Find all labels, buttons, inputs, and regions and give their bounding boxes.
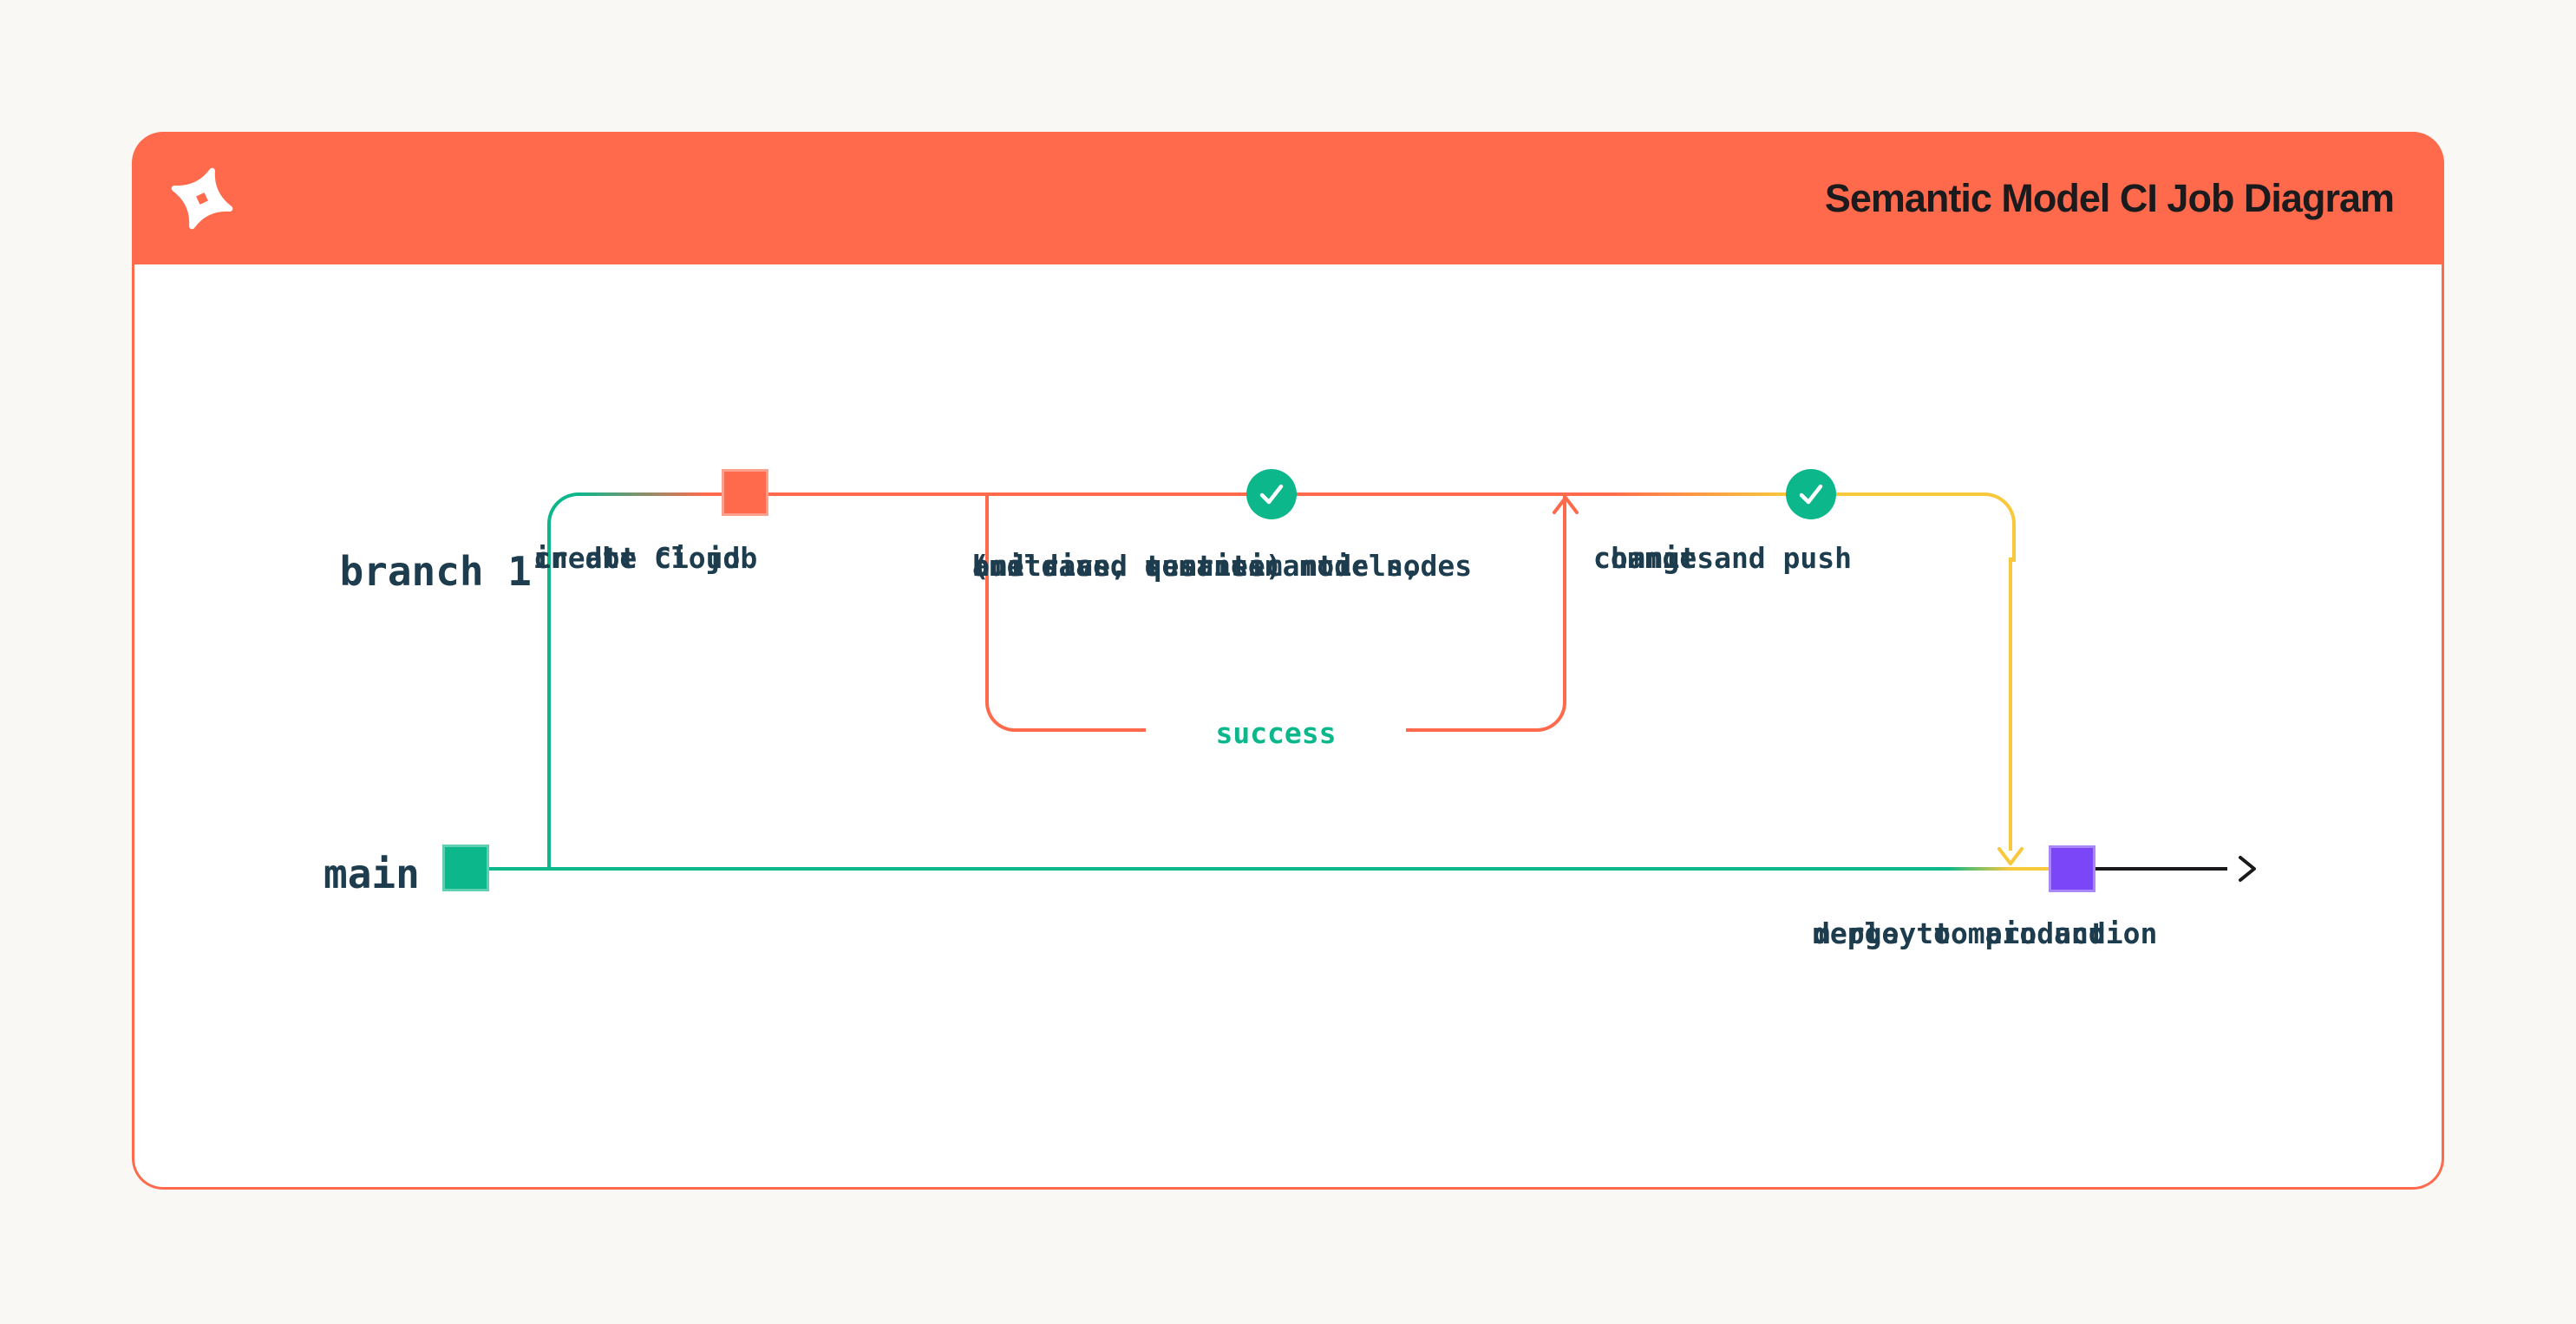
caption-line: (metrics, semantic models, <box>972 549 1421 583</box>
commit-node-main-start <box>442 845 489 891</box>
diagram-title: Semantic Model CI Job Diagram <box>1824 175 2395 220</box>
caption-line: build and test semantic nodes <box>972 549 1473 583</box>
check-icon <box>1799 484 1823 505</box>
check-icon <box>1259 484 1284 505</box>
diagram-card: Semantic Model CI Job Diagram success br… <box>132 132 2444 1190</box>
production-flow-line <box>2095 867 2227 871</box>
check-circle-commit <box>1786 469 1836 519</box>
commit-node-merge <box>2049 845 2095 892</box>
commit-node-create-ci-job <box>722 469 768 516</box>
dbt-logo-icon <box>171 167 233 229</box>
right-arrowhead-icon <box>2239 856 2256 882</box>
main-label: main <box>324 851 420 897</box>
success-label: success <box>1146 712 1406 753</box>
branch-merge-line <box>2009 558 2012 851</box>
branch1-label: branch 1 <box>339 548 532 595</box>
caption-line: changes <box>1593 541 1715 575</box>
check-circle-build <box>1246 469 1297 519</box>
caption-line: in dbt Cloud <box>533 541 741 575</box>
main-line <box>489 867 2049 871</box>
diagram-canvas: success branch 1 main <box>132 264 2444 1190</box>
caption-line: deploy to production <box>1813 916 2158 950</box>
success-loop <box>985 494 1566 732</box>
up-arrowhead-icon <box>1553 496 1579 514</box>
branch-merge-corner <box>1981 492 2016 562</box>
caption-line: commit and push <box>1593 541 1853 575</box>
branch-fork-line <box>547 558 551 871</box>
caption-line: and saved queries) <box>972 549 1283 583</box>
header-bar: Semantic Model CI Job Diagram <box>132 132 2444 264</box>
down-arrowhead-icon <box>1997 847 2024 865</box>
caption-line: merge to main and <box>1813 916 2106 950</box>
caption-line: create ci job <box>533 541 758 575</box>
